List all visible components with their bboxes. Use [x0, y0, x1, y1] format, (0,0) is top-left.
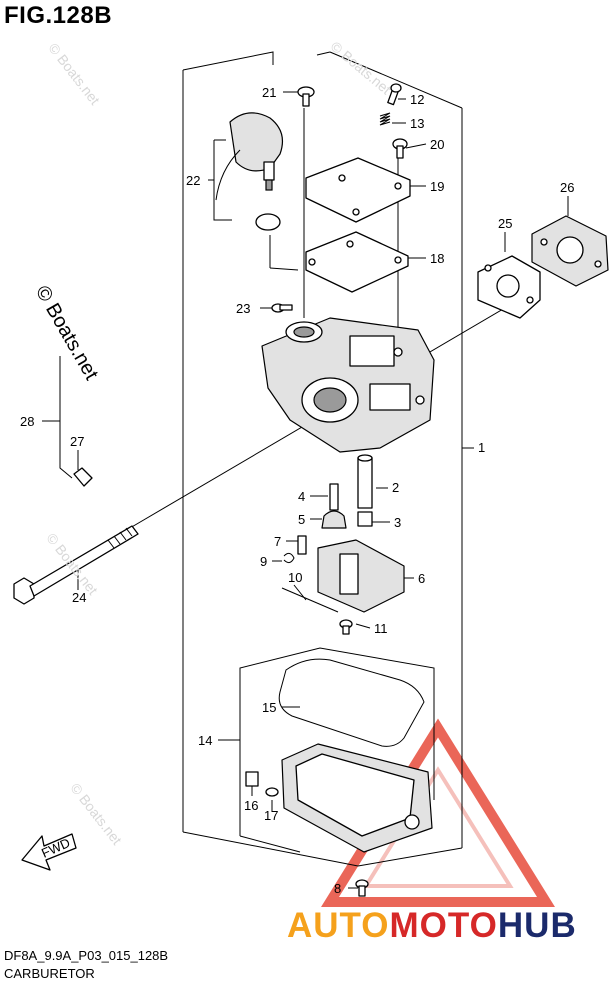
- float-6: [317, 539, 405, 613]
- float-bowl-14: [281, 743, 433, 853]
- seat-5: [321, 510, 347, 529]
- gasket-25: [477, 255, 541, 319]
- fwd-label: FWD: [39, 835, 72, 861]
- callout-6: 6: [418, 571, 425, 586]
- callout-3: 3: [394, 515, 401, 530]
- screw-21: [297, 86, 315, 107]
- bolt-24: [13, 525, 139, 605]
- callout-13: 13: [410, 116, 424, 131]
- callout-14: 14: [198, 733, 212, 748]
- callout-9: 9: [260, 554, 267, 569]
- callout-19: 19: [430, 179, 444, 194]
- tube-2: [357, 454, 373, 509]
- assembly-frame: [182, 51, 463, 867]
- screw-12: [387, 83, 402, 106]
- valve-7: [297, 535, 307, 555]
- callout-7: 7: [274, 534, 281, 549]
- leader-lines: [42, 91, 569, 889]
- choke-solenoid-22: [215, 112, 283, 231]
- brand-wordmark: AUTOMOTOHUB: [287, 906, 577, 946]
- cover-plate-19: [305, 157, 411, 223]
- callout-5: 5: [298, 512, 305, 527]
- brand-hub: HUB: [497, 906, 577, 945]
- screw-11: [339, 619, 353, 635]
- gasket-18: [305, 231, 409, 293]
- drain-screw-16: [245, 771, 259, 787]
- rod-28: [59, 356, 73, 479]
- clip-9: [283, 552, 295, 564]
- callout-23: 23: [236, 301, 250, 316]
- screw-23: [271, 303, 293, 313]
- fwd-arrow-icon: FWD: [21, 833, 77, 871]
- callout-18: 18: [430, 251, 444, 266]
- callout-22: 22: [186, 173, 200, 188]
- callout-17: 17: [264, 808, 278, 823]
- callout-26: 26: [560, 180, 574, 195]
- figure-title: FIG.128B: [4, 2, 113, 29]
- needle-4: [329, 483, 339, 511]
- callout-11: 11: [374, 621, 388, 636]
- callout-24: 24: [72, 590, 86, 605]
- insulator-26: [531, 215, 609, 287]
- callout-1: 1: [478, 440, 485, 455]
- pin-10: [281, 587, 339, 613]
- float-bowl-frame: [239, 647, 435, 853]
- callout-8: 8: [334, 881, 341, 896]
- callout-28: 28: [20, 414, 34, 429]
- callout-10: 10: [288, 570, 302, 585]
- callout-12: 12: [410, 92, 424, 107]
- callout-4: 4: [298, 489, 305, 504]
- brand-moto: MOTO: [389, 906, 498, 945]
- callout-labels: 1 2 3 4 5 6 7 8 9 10 11 12 13 14 15 16 1…: [20, 85, 574, 896]
- callout-21: 21: [262, 85, 276, 100]
- callout-16: 16: [244, 798, 258, 813]
- brand-auto: AUTO: [287, 906, 390, 945]
- callout-2: 2: [392, 480, 399, 495]
- jet-3: [357, 511, 373, 527]
- spring-13: [379, 112, 391, 126]
- clip-27: [73, 467, 93, 487]
- screw-20: [392, 138, 408, 159]
- callout-25: 25: [498, 216, 512, 231]
- callout-15: 15: [262, 700, 276, 715]
- callout-27: 27: [70, 434, 84, 449]
- o-ring-17: [265, 787, 279, 797]
- carburetor-body-1: [261, 317, 435, 453]
- screw-8: [355, 879, 369, 897]
- gasket-15: [278, 658, 425, 747]
- callout-20: 20: [430, 137, 444, 152]
- assembly-axes: [303, 108, 399, 340]
- drawing-code: DF8A_9.9A_P03_015_128B: [4, 948, 169, 963]
- figure-caption: CARBURETOR: [4, 966, 95, 981]
